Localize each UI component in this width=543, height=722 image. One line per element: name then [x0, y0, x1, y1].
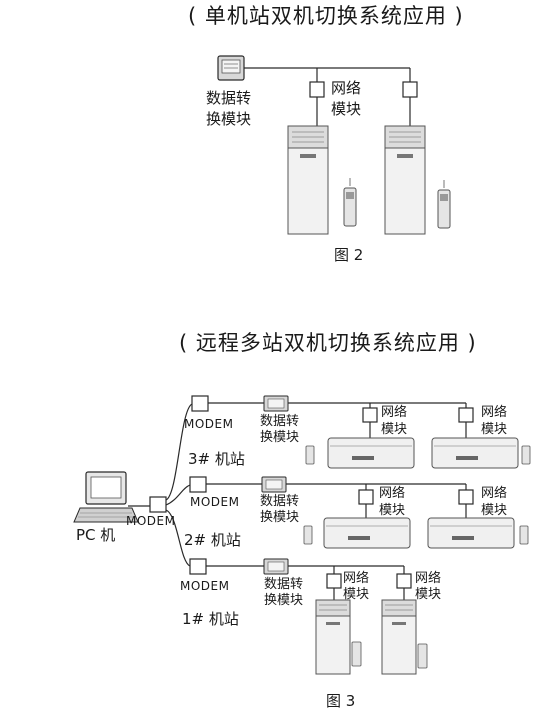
network-module: [309, 81, 325, 98]
network-module-label-line1: 网络: [481, 405, 508, 420]
floor-ac-unit: [384, 125, 426, 235]
figure2-wiring: [243, 67, 411, 126]
converter-label-line2: 换模块: [260, 510, 300, 525]
floor-ac-unit: [287, 125, 329, 235]
network-module-label-line2: 模块: [331, 100, 362, 118]
floor-ac-unit: [315, 599, 351, 675]
network-module-label-line2: 模块: [481, 422, 508, 437]
station-modem-label: MODEM: [184, 417, 234, 431]
station-label: 1# 机站: [182, 610, 239, 628]
converter-label-line2: 换模块: [206, 110, 252, 128]
network-module-label-line2: 模块: [481, 503, 508, 518]
network-module-label-line2: 模块: [415, 587, 442, 602]
station-label: 3# 机站: [188, 450, 245, 468]
wall-ac-unit: [323, 517, 411, 549]
converter-label-line1: 数据转: [206, 89, 252, 107]
network-module-label-line2: 模块: [381, 422, 408, 437]
network-module-label-line1: 网络: [481, 486, 508, 501]
data-converter-device: [263, 558, 289, 575]
network-module-label-line1: 网络: [331, 79, 362, 97]
figure3-title: ( 远程多站双机切换系统应用 ): [179, 331, 477, 355]
wall-ac-unit: [427, 517, 515, 549]
remote-control: [519, 525, 529, 545]
remote-control: [305, 445, 315, 465]
figure2-caption: 图 2: [334, 246, 364, 264]
network-module: [402, 81, 418, 98]
converter-label-line1: 数据转: [260, 414, 300, 429]
remote-control: [437, 180, 451, 229]
remote-control: [351, 641, 362, 667]
link-line: [165, 403, 193, 501]
link-line: [165, 484, 191, 506]
network-module-label-line1: 网络: [381, 405, 408, 420]
data-converter-device: [261, 476, 287, 493]
floor-ac-unit: [381, 599, 417, 675]
link-line: [165, 509, 191, 567]
network-module-label-line1: 网络: [415, 571, 442, 586]
network-module-label-line2: 模块: [343, 587, 370, 602]
station-label: 2# 机站: [184, 531, 241, 549]
converter-label-line1: 数据转: [260, 494, 300, 509]
figure3-caption: 图 3: [326, 692, 356, 710]
pc-computer: [73, 471, 139, 523]
station-modem: [189, 476, 207, 493]
figure2-title: ( 单机站双机切换系统应用 ): [188, 4, 464, 28]
wall-ac-unit: [327, 437, 415, 469]
station-modem-label: MODEM: [180, 579, 230, 593]
pc-label: PC 机: [76, 526, 116, 544]
wall-ac-unit: [431, 437, 519, 469]
central-modem-label: MODEM: [126, 514, 176, 528]
network-module: [358, 489, 374, 505]
network-module: [458, 407, 474, 423]
remote-control: [303, 525, 313, 545]
network-module: [362, 407, 378, 423]
data-converter-device: [217, 55, 245, 81]
converter-label-line1: 数据转: [264, 577, 304, 592]
remote-control: [343, 178, 357, 227]
station-modem-label: MODEM: [190, 495, 240, 509]
remote-control: [417, 643, 428, 669]
network-module: [458, 489, 474, 505]
station-modem: [189, 558, 207, 575]
converter-label-line2: 换模块: [260, 430, 300, 445]
network-module-label-line2: 模块: [379, 503, 406, 518]
remote-control: [521, 445, 531, 465]
network-module: [326, 573, 342, 589]
network-module-label-line1: 网络: [379, 486, 406, 501]
network-module-label-line1: 网络: [343, 571, 370, 586]
data-converter-device: [263, 395, 289, 412]
central-modem: [149, 496, 167, 513]
station-modem: [191, 395, 209, 412]
network-module: [396, 573, 412, 589]
converter-label-line2: 换模块: [264, 593, 304, 608]
